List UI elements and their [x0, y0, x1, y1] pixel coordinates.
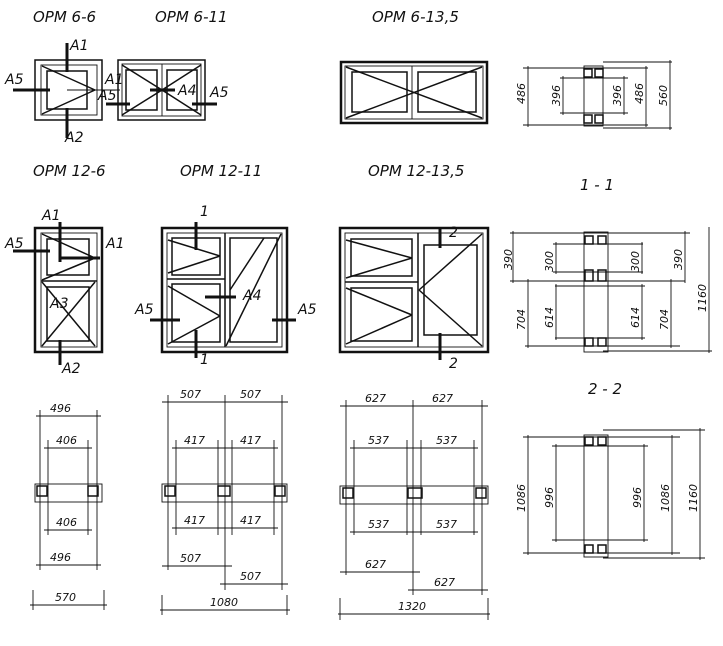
dim-496: 496 — [50, 402, 71, 415]
dim-406: 406 — [56, 434, 77, 447]
axis-label: A1 — [69, 38, 88, 54]
window-opm-6-11: A5 A4 A5 — [97, 59, 229, 121]
axis-label: A1 — [104, 72, 123, 88]
dim-507: 507 — [240, 570, 261, 583]
title-opm-6-11: ОРМ 6-11 — [155, 8, 228, 26]
dim-496: 496 — [50, 551, 71, 564]
dim-486: 486 — [633, 83, 646, 104]
axis-label: A5 — [209, 85, 229, 101]
window-opm-12-11: 1 1 A5 A4 A5 — [134, 204, 317, 368]
dim-560: 560 — [657, 85, 670, 106]
dim-627: 627 — [434, 576, 455, 589]
window-opm-12-6: A1 A5 A1 A3 A2 — [4, 208, 124, 377]
section-opm-6: 486 396 396 486 560 — [515, 60, 672, 130]
title-opm-12-13-5: ОРМ 12-13,5 — [368, 162, 464, 180]
window-opm-6-13-5 — [339, 60, 489, 125]
dim-300: 300 — [543, 251, 556, 272]
plan-opm-13-5: 627 627 537 537 537 537 627 627 1320 — [338, 392, 490, 620]
dim-996: 996 — [543, 487, 556, 508]
dim-537: 537 — [436, 518, 457, 531]
axis-label: A5 — [4, 236, 24, 252]
section-1-1: 390 300 300 390 704 614 614 704 1160 — [502, 227, 712, 353]
dim-507: 507 — [180, 552, 201, 565]
axis-label: A5 — [4, 72, 24, 88]
title-section-2-2: 2 - 2 — [588, 380, 622, 398]
dim-1080: 1080 — [210, 596, 238, 609]
window-opm-6-6: A1 A5 A1 A2 — [4, 38, 123, 146]
window-opm-12-13-5: 2 2 — [338, 225, 490, 372]
section-2-2: 1086 996 996 1086 1160 — [515, 428, 705, 560]
dim-1086: 1086 — [659, 484, 672, 512]
dim-627: 627 — [365, 558, 386, 571]
axis-label: A1 — [41, 208, 60, 224]
axis-label: A4 — [242, 288, 261, 304]
title-opm-12-6: ОРМ 12-6 — [33, 162, 106, 180]
dim-627: 627 — [365, 392, 386, 405]
dim-396: 396 — [550, 85, 563, 106]
dim-417: 417 — [184, 514, 205, 527]
axis-label: A1 — [105, 236, 124, 252]
dim-507: 507 — [180, 388, 201, 401]
dim-537: 537 — [368, 434, 389, 447]
axis-label: A2 — [64, 130, 84, 146]
axis-label: A4 — [177, 83, 196, 99]
dim-704: 704 — [515, 309, 528, 330]
dim-417: 417 — [240, 434, 261, 447]
dim-390: 390 — [672, 249, 685, 270]
dim-627: 627 — [432, 392, 453, 405]
title-opm-6-13-5: ОРМ 6-13,5 — [372, 8, 459, 26]
dim-390: 390 — [502, 249, 515, 270]
dim-507: 507 — [240, 388, 261, 401]
plan-opm-11: 507 507 417 417 417 417 507 507 1080 — [160, 388, 290, 615]
dim-614: 614 — [629, 307, 642, 328]
dim-396: 396 — [611, 85, 624, 106]
dim-406: 406 — [56, 516, 77, 529]
dim-1160: 1160 — [687, 484, 700, 512]
dim-537: 537 — [368, 518, 389, 531]
dim-537: 537 — [436, 434, 457, 447]
dim-1160: 1160 — [696, 284, 709, 312]
dim-417: 417 — [184, 434, 205, 447]
axis-label: A5 — [97, 88, 117, 104]
dim-1320: 1320 — [398, 600, 426, 613]
dim-417: 417 — [240, 514, 261, 527]
title-opm-12-11: ОРМ 12-11 — [180, 162, 262, 180]
axis-label: A5 — [134, 302, 154, 318]
dim-1086: 1086 — [515, 484, 528, 512]
dim-996: 996 — [631, 487, 644, 508]
dim-570: 570 — [55, 591, 76, 604]
title-opm-6-6: ОРМ 6-6 — [33, 8, 96, 26]
axis-label: A5 — [297, 302, 317, 318]
cut-label: 2 — [449, 225, 458, 241]
axis-label: A2 — [61, 361, 81, 377]
title-section-1-1: 1 - 1 — [580, 176, 614, 194]
dim-300: 300 — [629, 251, 642, 272]
dim-614: 614 — [543, 307, 556, 328]
cut-label: 2 — [449, 356, 458, 372]
dim-704: 704 — [658, 309, 671, 330]
cut-label: 1 — [200, 204, 209, 220]
dim-486: 486 — [515, 83, 528, 104]
axis-label: A3 — [49, 296, 68, 312]
plan-opm-6: 496 406 406 496 570 — [30, 402, 107, 610]
cut-label: 1 — [200, 352, 209, 368]
